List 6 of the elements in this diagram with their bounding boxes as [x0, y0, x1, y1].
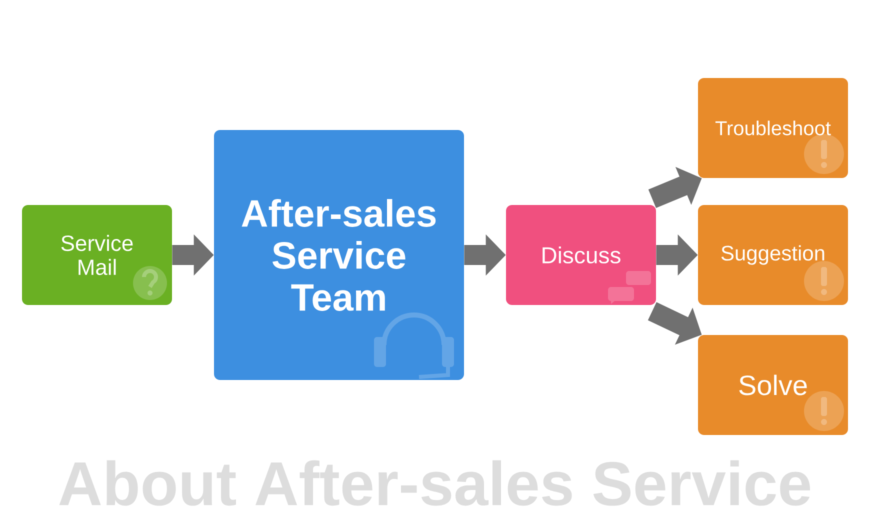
process-box: Solve	[698, 335, 848, 435]
process-box: After-sales Service Team	[214, 130, 464, 380]
process-box: Suggestion	[698, 205, 848, 305]
process-box: Troubleshoot	[698, 78, 848, 178]
process-box: Service Mail	[22, 205, 172, 305]
process-box: Discuss	[506, 205, 656, 305]
